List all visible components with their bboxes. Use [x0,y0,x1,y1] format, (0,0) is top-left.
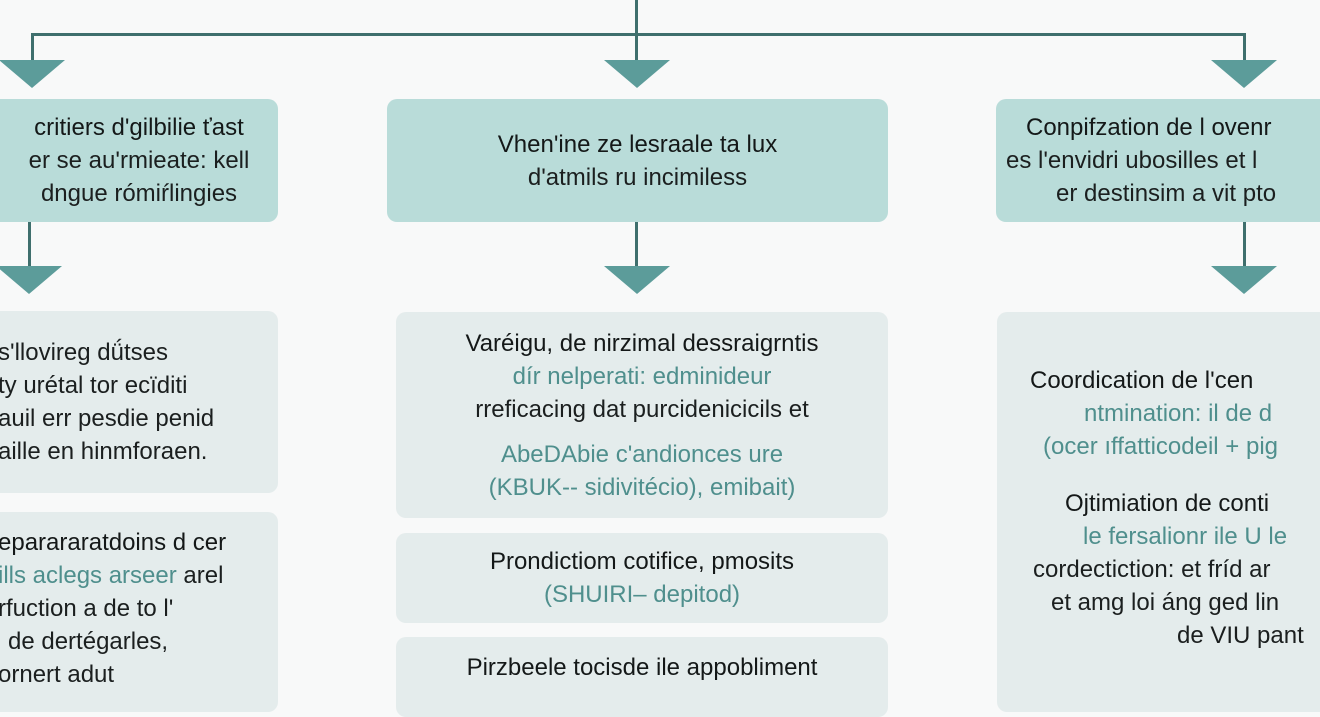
node-text: ills aclegs arseer arel [0,559,223,592]
node-text: (KBUK-- sidivitécio), emibait) [488,473,796,501]
arrow-down-icon [604,266,670,294]
trunk-connector [635,0,638,35]
node-text: dír nelperati: edminideur [512,362,772,390]
node-text: er se au'rmieate: kell [28,147,250,174]
node-text: aille en hinmforaen. [0,438,208,465]
node-text: ornert adut [0,661,115,688]
left-mid-connector [28,222,31,267]
node-text: er destinsim a vit pto [1056,180,1277,207]
center-sub-box-1: Varéigu, de nirzimal dessraigrntis dír n… [396,312,888,518]
node-text-accent: ills aclegs arseer [0,562,177,589]
center-sub-box-3: Pirzbeele tocisde ile appobliment [396,637,888,717]
arrow-down-icon [604,60,670,88]
center-mid-connector [635,222,638,267]
node-text: ty urétal tor ecïditi [0,372,188,399]
node-text: eparararatdoins d cer [0,529,227,556]
arrow-down-icon [1211,266,1277,294]
right-drop-connector [1243,33,1246,61]
arrow-down-icon [1211,60,1277,88]
node-text: d'atmils ru incimiless [527,163,748,191]
right-head-box: Conpifzation de l ovenr es l'envidri ubo… [996,99,1320,222]
node-text-suffix: arel [176,562,224,589]
node-text: AbeDAbie c'andionces ure [500,440,784,468]
node-text: es l'envidri ubosilles et l [1006,147,1258,174]
node-text: Varéigu, de nirzimal dessraigrntis [465,329,819,357]
node-text: s'llovireg dǘtses [0,339,168,366]
center-drop-connector [635,33,638,61]
node-text: cordectiction: et fríd ar [1033,556,1271,583]
node-text: rfuction a de to l' [0,595,174,622]
node-text: (SHUIRI– depitod) [543,581,741,608]
node-text: auil err pesdie penid [0,405,215,432]
node-text: (ocer ıffatticodeil + pig [1043,433,1279,460]
node-text: Pirzbeele tocisde ile appobliment [466,654,818,681]
left-sub-box-2: eparararatdoins d cer ills aclegs arseer… [0,512,278,712]
node-text: le fersalionr ile U le [1083,523,1288,550]
node-text: Vhen'ine ze lesraale ta lux [497,130,778,158]
node-text: Ojtimiation de conti [1065,490,1270,517]
node-text: rreficacing dat purcidenicicils et [475,395,809,423]
node-text: et amg loi áng ged lin [1051,589,1280,616]
left-sub-box-1: s'llovireg dǘtses ty urétal tor ecïditi … [0,311,278,493]
node-text: de dertégarles, [8,628,169,655]
right-mid-connector [1243,222,1246,267]
left-drop-connector [31,33,34,61]
center-sub-box-2: Prondictiom cotifice, pmosits (SHUIRI– d… [396,533,888,623]
node-text: de VIU pant [1177,622,1304,649]
horizontal-connector [31,33,1246,36]
node-text: Conpifzation de l ovenr [1026,114,1272,141]
node-text: critiers d'gilbilie ťast [34,114,244,141]
node-text: ntmination: il de d [1084,400,1273,427]
arrow-down-icon [0,266,62,294]
center-head-box: Vhen'ine ze lesraale ta lux d'atmils ru … [387,99,888,222]
node-text: dngue rómiŕlingies [40,180,238,207]
left-head-box: critiers d'gilbilie ťast er se au'rmieat… [0,99,278,222]
node-text: Prondictiom cotifice, pmosits [489,548,795,575]
node-text: Coordication de l'cen [1030,367,1254,394]
right-sub-box-1: Coordication de l'cen ntmination: il de … [997,312,1320,712]
arrow-down-icon [0,60,65,88]
